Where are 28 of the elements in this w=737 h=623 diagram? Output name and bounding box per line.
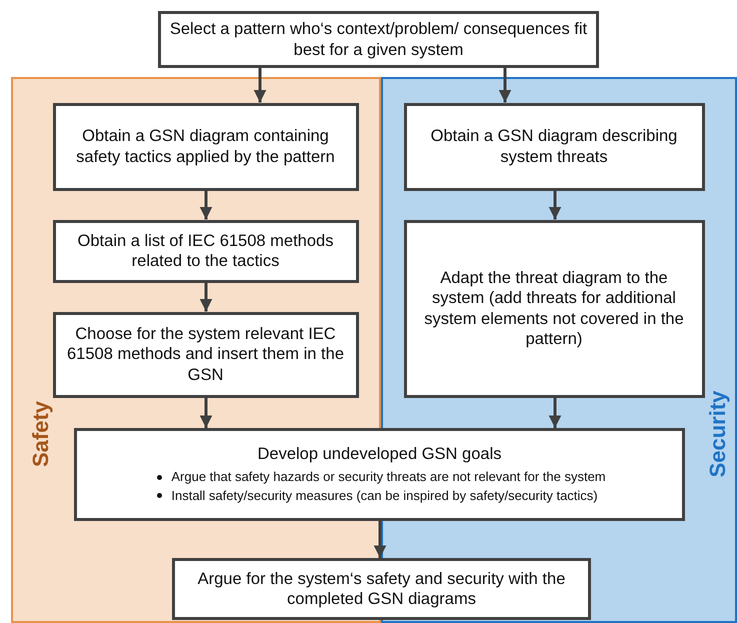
process-box	[172, 558, 591, 620]
arrow	[374, 521, 386, 558]
arrow	[254, 68, 266, 102]
arrow	[200, 282, 212, 312]
process-box	[404, 220, 704, 398]
step-text: Select a pattern who‘s context/problem/ consequences fit best for a given system	[168, 19, 588, 60]
lane-title: Safety	[28, 400, 54, 468]
step-text: Obtain a GSN diagram containing safety tactics applied by the pattern	[75, 126, 336, 167]
step-text: Obtain a list of IEC 61508 methods related to the tactics	[76, 230, 334, 272]
step-text: Argue for the system‘s safety and security with the completed GSN diagrams	[196, 568, 566, 610]
step-text: Obtain a GSN diagram describing system threats	[430, 126, 678, 167]
step-text: Develop undeveloped GSN goals	[258, 444, 502, 464]
arrow	[200, 190, 212, 220]
process-box	[74, 428, 685, 521]
arrow	[200, 398, 212, 428]
process-box	[52, 312, 358, 398]
step-text: Choose for the system relevant IEC 61508 methods and insert them in the GSN	[66, 324, 345, 385]
process-box	[158, 11, 599, 68]
arrow	[498, 68, 512, 102]
arrow	[548, 190, 562, 220]
arrow	[548, 398, 562, 428]
process-box	[52, 102, 358, 190]
lane-title: Security	[705, 390, 731, 478]
step-text: Adapt the threat diagram to the system (add threats for additional system elements not covered in the pattern)	[423, 268, 685, 349]
bullet-text: Argue that safety hazards or security threats are not relevant for the system	[171, 468, 606, 486]
bullet-text: Install safety/security measures (can be inspired by safety/security tactics)	[171, 486, 598, 505]
process-box	[52, 220, 358, 282]
process-box	[404, 102, 704, 190]
